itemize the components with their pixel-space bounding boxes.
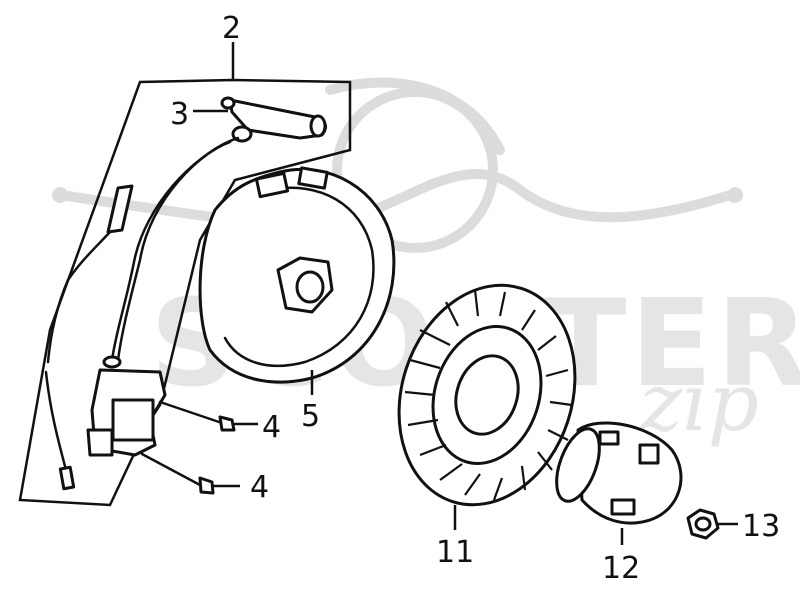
- callout-2: 2: [222, 11, 241, 46]
- flywheel-fan: [397, 283, 577, 507]
- starter-cup: [555, 421, 683, 525]
- flange-nut: [686, 508, 720, 540]
- bolt-lower: [140, 452, 215, 495]
- callout-4-lower: 4: [250, 470, 269, 505]
- ground-wire: [44, 184, 134, 491]
- callout-4-upper: 4: [262, 410, 281, 445]
- watermark-tag: zip: [639, 356, 759, 449]
- callout-11: 11: [436, 535, 474, 570]
- ignition-coil: [86, 355, 167, 457]
- callout-3: 3: [170, 97, 189, 132]
- spark-plug-cap: [220, 96, 327, 143]
- stator-housing: [198, 166, 396, 384]
- callout-5: 5: [301, 399, 320, 434]
- callout-13: 13: [742, 509, 780, 544]
- bolt-upper: [158, 400, 236, 432]
- callout-12: 12: [602, 551, 640, 586]
